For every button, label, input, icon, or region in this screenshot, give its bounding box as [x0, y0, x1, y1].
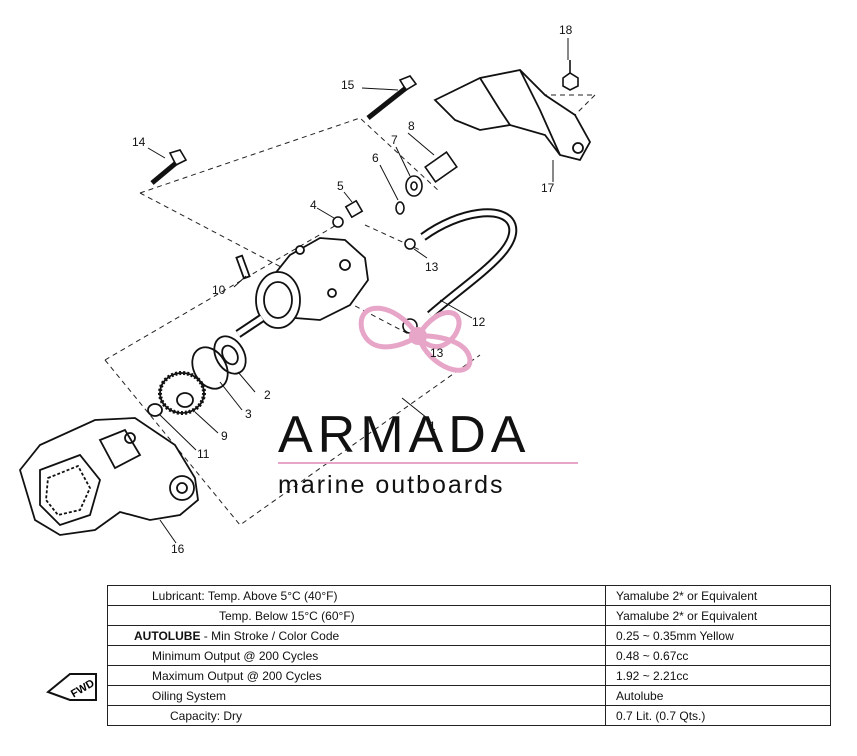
spec-value: Yamalube 2* or Equivalent: [605, 585, 831, 606]
autolube-pump-body: [235, 237, 369, 338]
spec-label: AUTOLUBE - Min Stroke / Color Code: [107, 625, 606, 646]
callout-label: 18: [559, 23, 573, 37]
spec-row: Lubricant: Temp. Above 5°C (40°F) Yamalu…: [107, 585, 831, 606]
oil-hose-part-12: [402, 208, 518, 334]
fwd-arrow-icon: [46, 673, 97, 701]
spec-label: Oiling System: [107, 685, 606, 706]
spec-row: Capacity: Dry 0.7 Lit. (0.7 Qts.): [107, 705, 831, 726]
spec-value: 0.7 Lit. (0.7 Qts.): [605, 705, 831, 726]
bolt-part-14: [150, 149, 188, 185]
fwd-badge: FWD: [46, 673, 97, 701]
callout-label: 16: [171, 542, 185, 556]
callout-label: 10: [212, 283, 226, 297]
spec-label: Minimum Output @ 200 Cycles: [107, 645, 606, 666]
lower-housing-part: [19, 417, 199, 536]
spec-value: Autolube: [605, 685, 831, 706]
spec-row: Maximum Output @ 200 Cycles 1.92 ~ 2.21c…: [107, 665, 831, 686]
spec-value: 1.92 ~ 2.21cc: [605, 665, 831, 686]
callout-label: 12: [472, 315, 486, 329]
callout-label: 9: [221, 429, 228, 443]
spec-row: Temp. Below 15°C (60°F) Yamalube 2* or E…: [107, 605, 831, 626]
spec-label: Capacity: Dry: [107, 705, 606, 726]
spec-value: 0.48 ~ 0.67cc: [605, 645, 831, 666]
spec-value: 0.25 ~ 0.35mm Yellow: [605, 625, 831, 646]
spec-label: Temp. Below 15°C (60°F): [107, 605, 606, 626]
bolt-part-18: [562, 60, 579, 91]
callout-leaders: [147, 38, 569, 544]
callout-label: 13: [430, 346, 444, 360]
callout-label: 11: [197, 447, 210, 461]
callout-label: 3: [245, 407, 252, 421]
callout-label: 6: [372, 151, 379, 165]
bearing-and-oring-parts-2-3: [191, 335, 247, 390]
exploded-parts-diagram: ARMADA marine outboards 1 2 3 4 5 6 7 8 …: [19, 23, 596, 556]
spec-label-bold: AUTOLUBE: [134, 628, 201, 643]
callout-label: 7: [391, 133, 398, 147]
callout-label: 5: [337, 179, 344, 193]
spec-label-rest: - Min Stroke / Color Code: [200, 628, 340, 643]
spec-table: Lubricant: Temp. Above 5°C (40°F) Yamalu…: [107, 585, 831, 726]
gear-and-washer-parts-9-11: [147, 371, 206, 417]
screws-parts-4-5: [332, 199, 364, 228]
watermark-name: ARMADA: [278, 406, 530, 464]
callout-label: 14: [132, 135, 146, 149]
callout-label: 4: [310, 198, 317, 212]
callout-label: 8: [408, 119, 415, 133]
spec-label: Lubricant: Temp. Above 5°C (40°F): [107, 585, 606, 606]
watermark-logo: ARMADA marine outboards: [278, 305, 578, 499]
long-bolt-part-15: [366, 75, 418, 120]
spec-row: AUTOLUBE - Min Stroke / Color Code 0.25 …: [107, 625, 831, 646]
spec-value: Yamalube 2* or Equivalent: [605, 605, 831, 626]
callout-label: 15: [341, 78, 355, 92]
spec-label: Maximum Output @ 200 Cycles: [107, 665, 606, 686]
callout-label: 2: [264, 388, 271, 402]
watermark-tagline: marine outboards: [278, 471, 505, 499]
spec-row: Oiling System Autolube: [107, 685, 831, 706]
top-bracket-part: [433, 69, 592, 162]
fittings-parts-6-8: [395, 151, 458, 215]
callout-label: 1: [429, 419, 436, 433]
spec-row: Minimum Output @ 200 Cycles 0.48 ~ 0.67c…: [107, 645, 831, 666]
callout-label: 13: [425, 260, 439, 274]
callout-label: 17: [541, 181, 555, 195]
propeller-icon: [358, 305, 473, 373]
callout-labels: 1 2 3 4 5 6 7 8 9 10 11 12 13 13 14 15 1…: [132, 23, 573, 556]
propeller-hub: [409, 327, 427, 345]
